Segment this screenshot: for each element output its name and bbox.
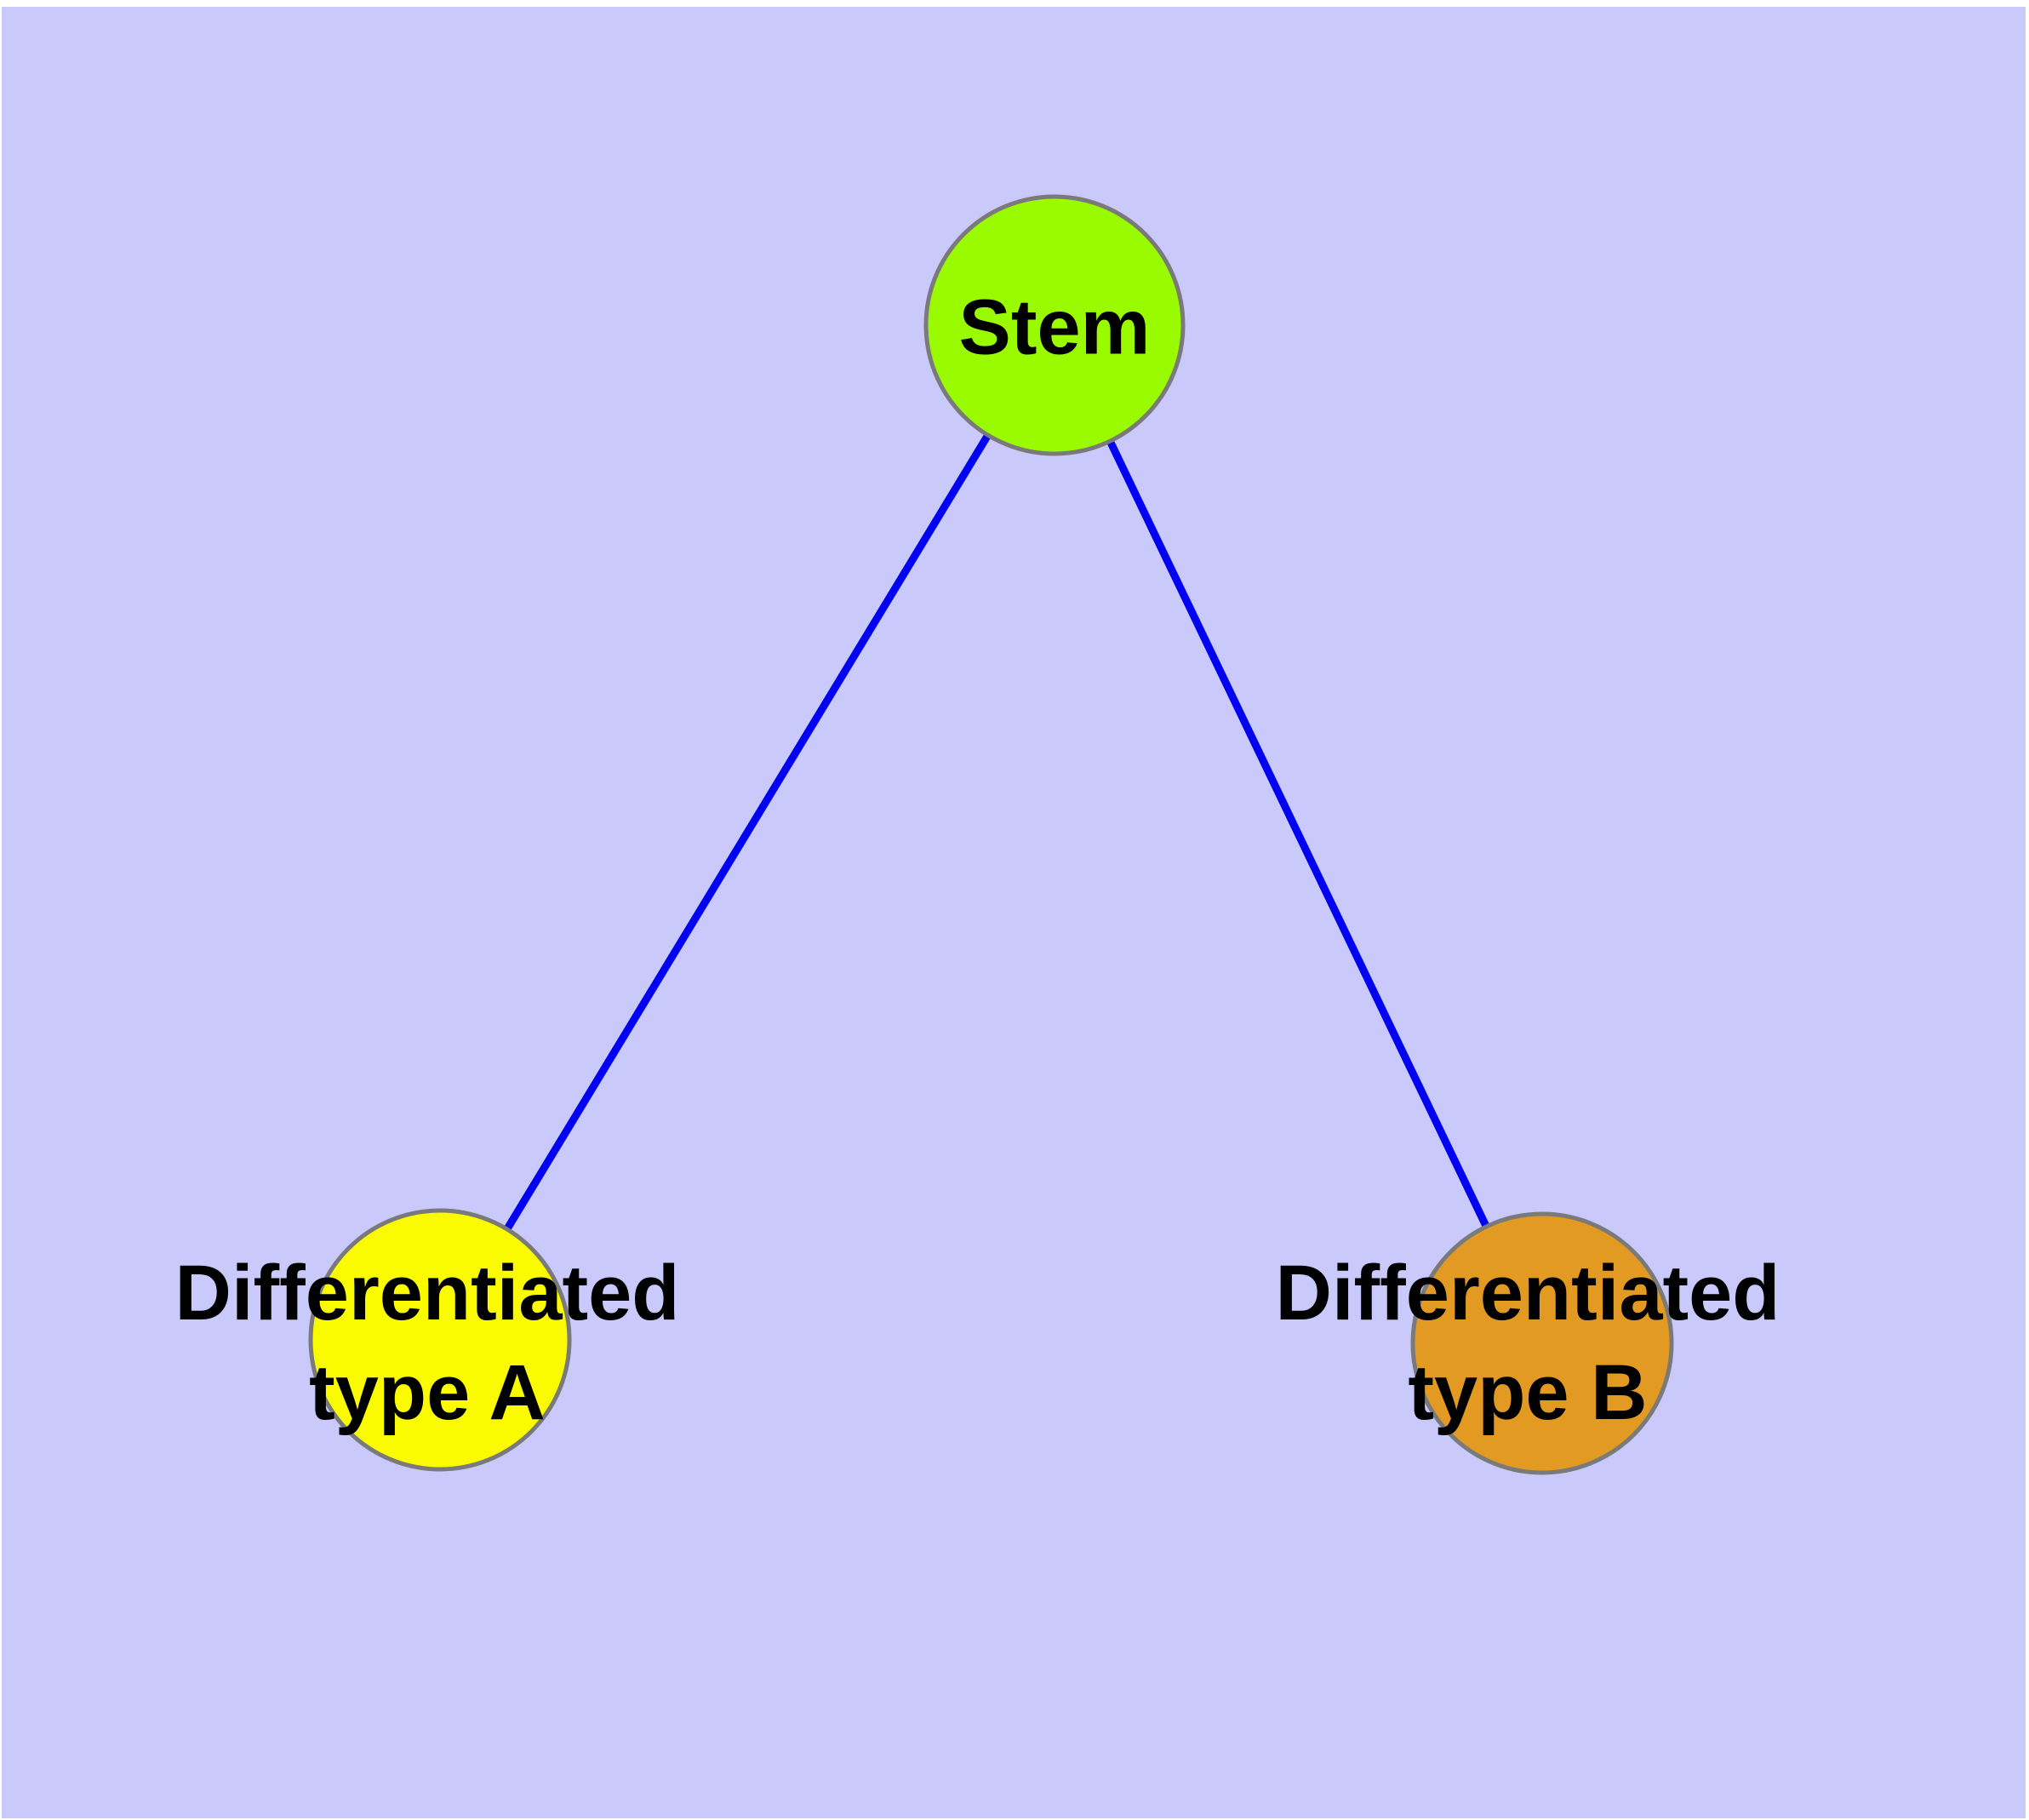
node-label-differentiated-type-b: Differentiated type B [1276, 1244, 1780, 1443]
node-label-type-b-line-2: type B [1408, 1349, 1648, 1436]
edge-stem-to-type-a [437, 323, 1058, 1342]
node-differentiated-type-a[interactable] [308, 1208, 572, 1472]
node-label-type-a-line-1: Differentiated [174, 1250, 680, 1336]
diagram-canvas: Stem Differentiated type A Differentiate… [2, 7, 2026, 1818]
node-differentiated-type-b[interactable] [1410, 1211, 1674, 1475]
edge-stem-to-type-b [1050, 323, 1546, 1345]
node-label-type-a-line-2: type A [309, 1349, 546, 1436]
node-stem[interactable] [923, 194, 1186, 456]
node-label-type-b-line-1: Differentiated [1275, 1250, 1780, 1336]
node-label-differentiated-type-a: Differentiated type A [175, 1244, 680, 1443]
node-label-stem-line-1: Stem [958, 283, 1151, 371]
diagram-graphics [308, 194, 1674, 1475]
node-label-stem: Stem [959, 278, 1151, 378]
